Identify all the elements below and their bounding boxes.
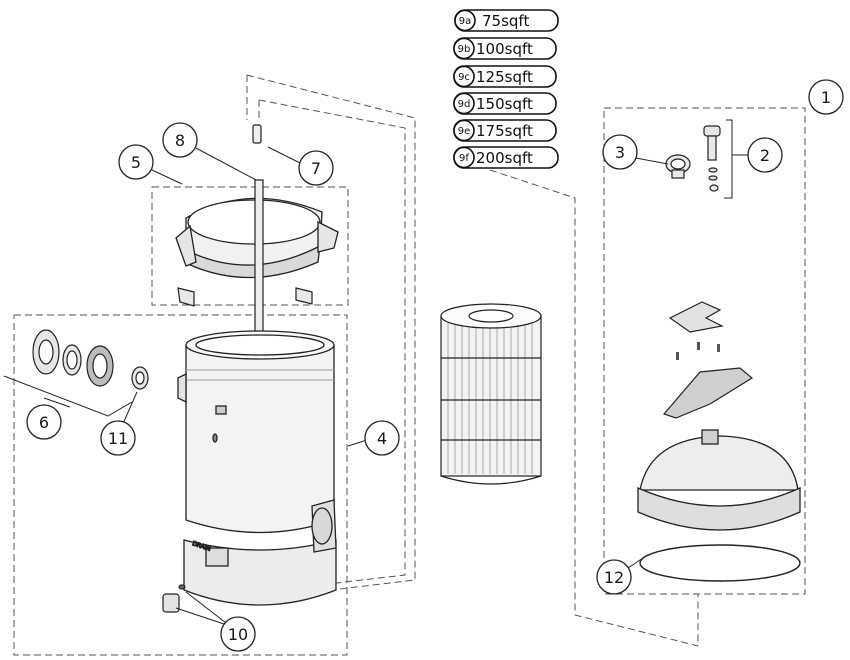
callout-circles bbox=[26, 79, 844, 652]
size-id: 9c bbox=[458, 72, 470, 83]
callout-number: 1 bbox=[821, 88, 831, 107]
size-pill: 9f 200sqft bbox=[453, 146, 559, 169]
drain-plugs bbox=[162, 584, 186, 613]
bracket-6 bbox=[3, 375, 133, 417]
lid-group-outline bbox=[151, 186, 349, 306]
callout-2 bbox=[747, 137, 783, 173]
callout-6 bbox=[26, 404, 62, 440]
callout-number: 12 bbox=[604, 568, 624, 587]
size-pill: 9d 150sqft bbox=[453, 92, 557, 115]
callout-number: 10 bbox=[228, 625, 248, 644]
filter-tank: DRAIN bbox=[177, 330, 337, 606]
leader-path-inner bbox=[258, 99, 406, 593]
size-id: 9b bbox=[458, 44, 471, 55]
size-pill: 9b 100sqft bbox=[453, 37, 557, 60]
callout-5 bbox=[118, 144, 154, 180]
pressure-gauge bbox=[665, 154, 691, 179]
callout-11 bbox=[100, 420, 136, 456]
tank-lid-group-outline bbox=[603, 107, 806, 595]
size-label: 150sqft bbox=[476, 95, 533, 113]
cartridge-size-list: 9a 75sqft 9b 100sqft 9c 125sqft 9d 150sq… bbox=[453, 9, 559, 169]
size-id: 9e bbox=[458, 126, 471, 137]
size-id: 9d bbox=[458, 99, 471, 110]
size-pill: 9a 75sqft bbox=[454, 9, 559, 32]
adapter-fitting bbox=[131, 366, 149, 390]
body-group-outline bbox=[13, 314, 348, 656]
tank-lid-dome bbox=[637, 429, 801, 531]
callout-number: 3 bbox=[615, 143, 625, 162]
callout-number: 7 bbox=[311, 159, 321, 178]
callout-numbers: 1 2 3 4 5 6 7 8 10 11 12 bbox=[39, 88, 831, 644]
size-label: 100sqft bbox=[476, 40, 533, 58]
callout-number: 2 bbox=[760, 146, 770, 165]
union-fittings bbox=[32, 329, 114, 387]
leader-path-cartridge bbox=[489, 169, 699, 647]
size-pill: 9c 125sqft bbox=[453, 65, 557, 88]
callout-8 bbox=[162, 122, 198, 158]
size-pill: 9e 175sqft bbox=[453, 119, 557, 142]
o-ring bbox=[639, 544, 801, 582]
size-label: 200sqft bbox=[476, 149, 533, 167]
callout-number: 5 bbox=[131, 153, 141, 172]
callout-10 bbox=[220, 616, 256, 652]
callout-4 bbox=[364, 420, 400, 456]
lid-plates bbox=[662, 301, 754, 419]
size-label: 125sqft bbox=[476, 68, 533, 86]
air-relief-valve bbox=[703, 125, 721, 192]
filter-cartridge bbox=[440, 303, 542, 485]
air-relief-tube bbox=[252, 124, 264, 347]
size-id: 9f bbox=[459, 153, 469, 164]
size-label: 175sqft bbox=[476, 122, 533, 140]
size-id: 9a bbox=[459, 16, 472, 27]
ring-clips bbox=[177, 287, 313, 307]
callout-1 bbox=[808, 79, 844, 115]
callout-7 bbox=[298, 150, 334, 186]
bracket-2 bbox=[724, 119, 748, 199]
callout-number: 11 bbox=[108, 429, 128, 448]
lid-screws bbox=[676, 342, 720, 360]
callout-3 bbox=[602, 134, 638, 170]
callout-number: 4 bbox=[377, 429, 387, 448]
callout-12 bbox=[596, 559, 632, 595]
size-label: 75sqft bbox=[482, 12, 529, 30]
lock-ring bbox=[175, 197, 339, 279]
callout-number: 6 bbox=[39, 413, 49, 432]
callout-number: 8 bbox=[175, 131, 185, 150]
